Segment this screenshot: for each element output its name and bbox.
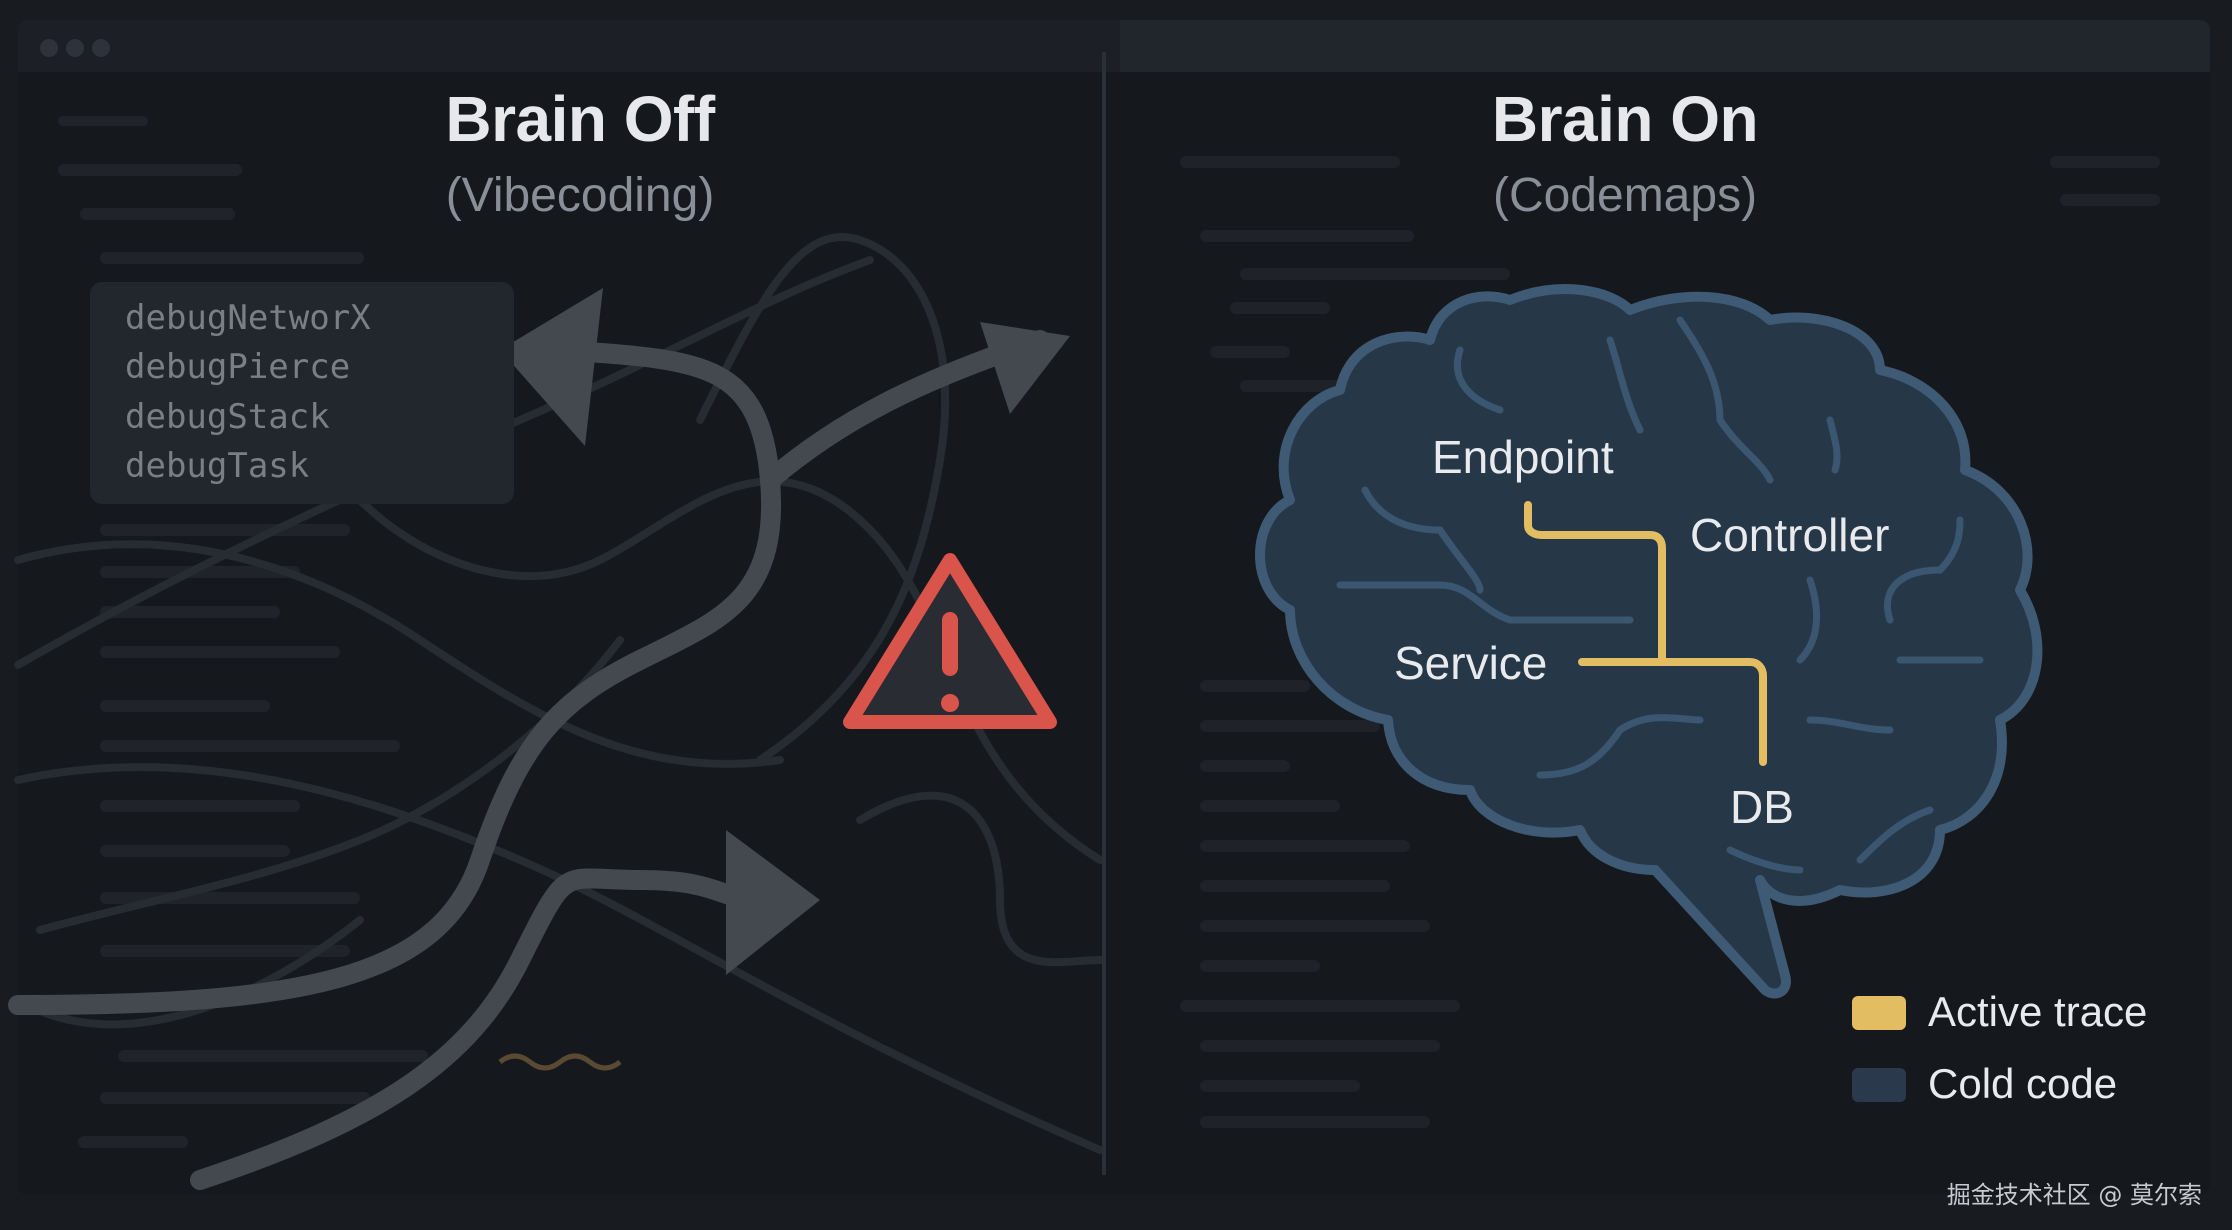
right-code-lines (1180, 156, 2160, 1128)
left-panel-title: Brain Off (445, 83, 715, 155)
function-item: debugTask (125, 446, 310, 486)
active-trace (1524, 501, 1767, 766)
function-item: debugPierce (125, 347, 351, 387)
right-panel-title: Brain On (1491, 83, 1759, 155)
brain-icon (1255, 284, 2043, 999)
left-code-lines (58, 116, 428, 1148)
window-titlebar-right (1120, 20, 2210, 72)
legend-swatch-active-trace (1852, 996, 1906, 1030)
function-item: debugNetworX (125, 298, 371, 338)
arrowheads (500, 288, 1070, 975)
function-item: debugStack (125, 397, 330, 437)
watermark: 掘金技术社区 @ 莫尔索 (1946, 1181, 2202, 1209)
warning-triangle-icon (843, 553, 1057, 729)
window-close-dot[interactable] (40, 39, 58, 57)
brain-label-controller: Controller (1690, 509, 1890, 561)
squiggle-icon (498, 1053, 622, 1071)
brain-label-endpoint: Endpoint (1432, 431, 1614, 483)
window-maximize-dot[interactable] (92, 39, 110, 57)
function-list-panel: debugNetworX debugPierce debugStack debu… (90, 282, 514, 504)
window-minimize-dot[interactable] (66, 39, 84, 57)
brain-label-db: DB (1730, 781, 1794, 833)
legend-label-cold-code: Cold code (1928, 1060, 2118, 1107)
panel-divider (1102, 52, 1106, 1175)
left-panel-subtitle: (Vibecoding) (445, 169, 715, 222)
right-panel-subtitle: (Codemaps) (1492, 169, 1758, 222)
legend-label-active-trace: Active trace (1928, 988, 2148, 1035)
brain-label-service: Service (1394, 637, 1548, 689)
tangled-lines (14, 233, 1104, 1154)
legend-swatch-cold-code (1852, 1068, 1906, 1102)
